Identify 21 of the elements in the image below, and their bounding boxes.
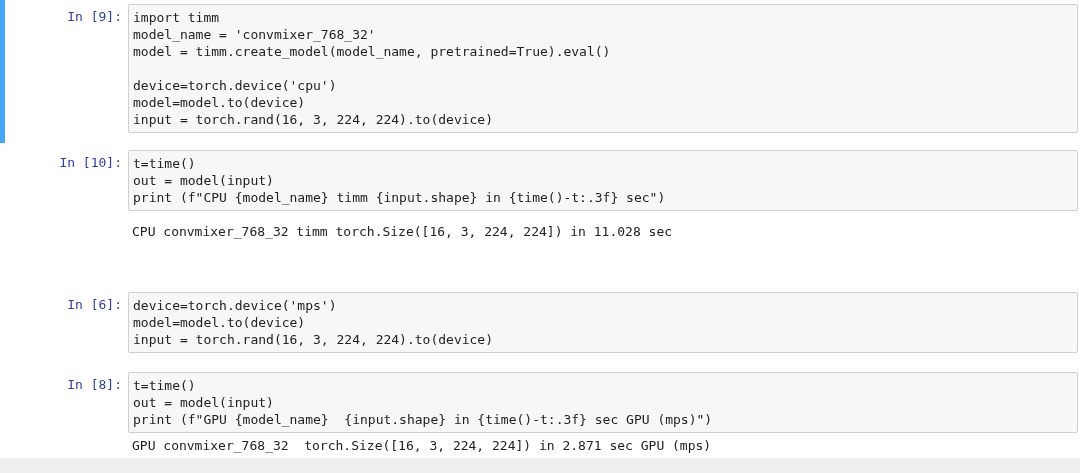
code-line: input = torch.rand(16, 3, 224, 224).to(device)	[133, 331, 494, 348]
code-line: t=time()	[133, 377, 196, 394]
code-line: print (f"CPU {model_name} timm {input.shape} in {time()-t:.3f} sec")	[133, 189, 666, 206]
cell-prompt: In [6]:	[66, 297, 122, 312]
code-line: out = model(input)	[133, 172, 274, 189]
cell-prompt: In [10]:	[58, 155, 122, 170]
cell-output: GPU convmixer_768_32 torch.Size([16, 3, 224, 224]) in 2.871 sec GPU (mps)	[132, 437, 712, 454]
code-line: model=model.to(device)	[133, 94, 306, 111]
cell-prompt: In [8]:	[66, 377, 122, 392]
code-line: model = timm.create_model(model_name, pretrained=True).eval()	[133, 43, 611, 60]
code-line: device=torch.device('mps')	[133, 297, 337, 314]
code-line: out = model(input)	[133, 394, 274, 411]
code-line: model_name = 'convmixer_768_32'	[133, 26, 376, 43]
code-line: print (f"GPU {model_name} {input.shape} in {time()-t:.3f} sec GPU (mps)")	[133, 411, 713, 428]
code-line: input = torch.rand(16, 3, 224, 224).to(device)	[133, 111, 494, 128]
code-line: device=torch.device('cpu')	[133, 77, 337, 94]
cell-prompt: In [9]:	[66, 9, 122, 24]
code-line: model=model.to(device)	[133, 314, 306, 331]
code-line: import timm	[133, 9, 220, 26]
cell-output: CPU convmixer_768_32 timm torch.Size([16, 3, 224, 224]) in 11.028 sec	[132, 223, 673, 240]
code-line: t=time()	[133, 155, 196, 172]
